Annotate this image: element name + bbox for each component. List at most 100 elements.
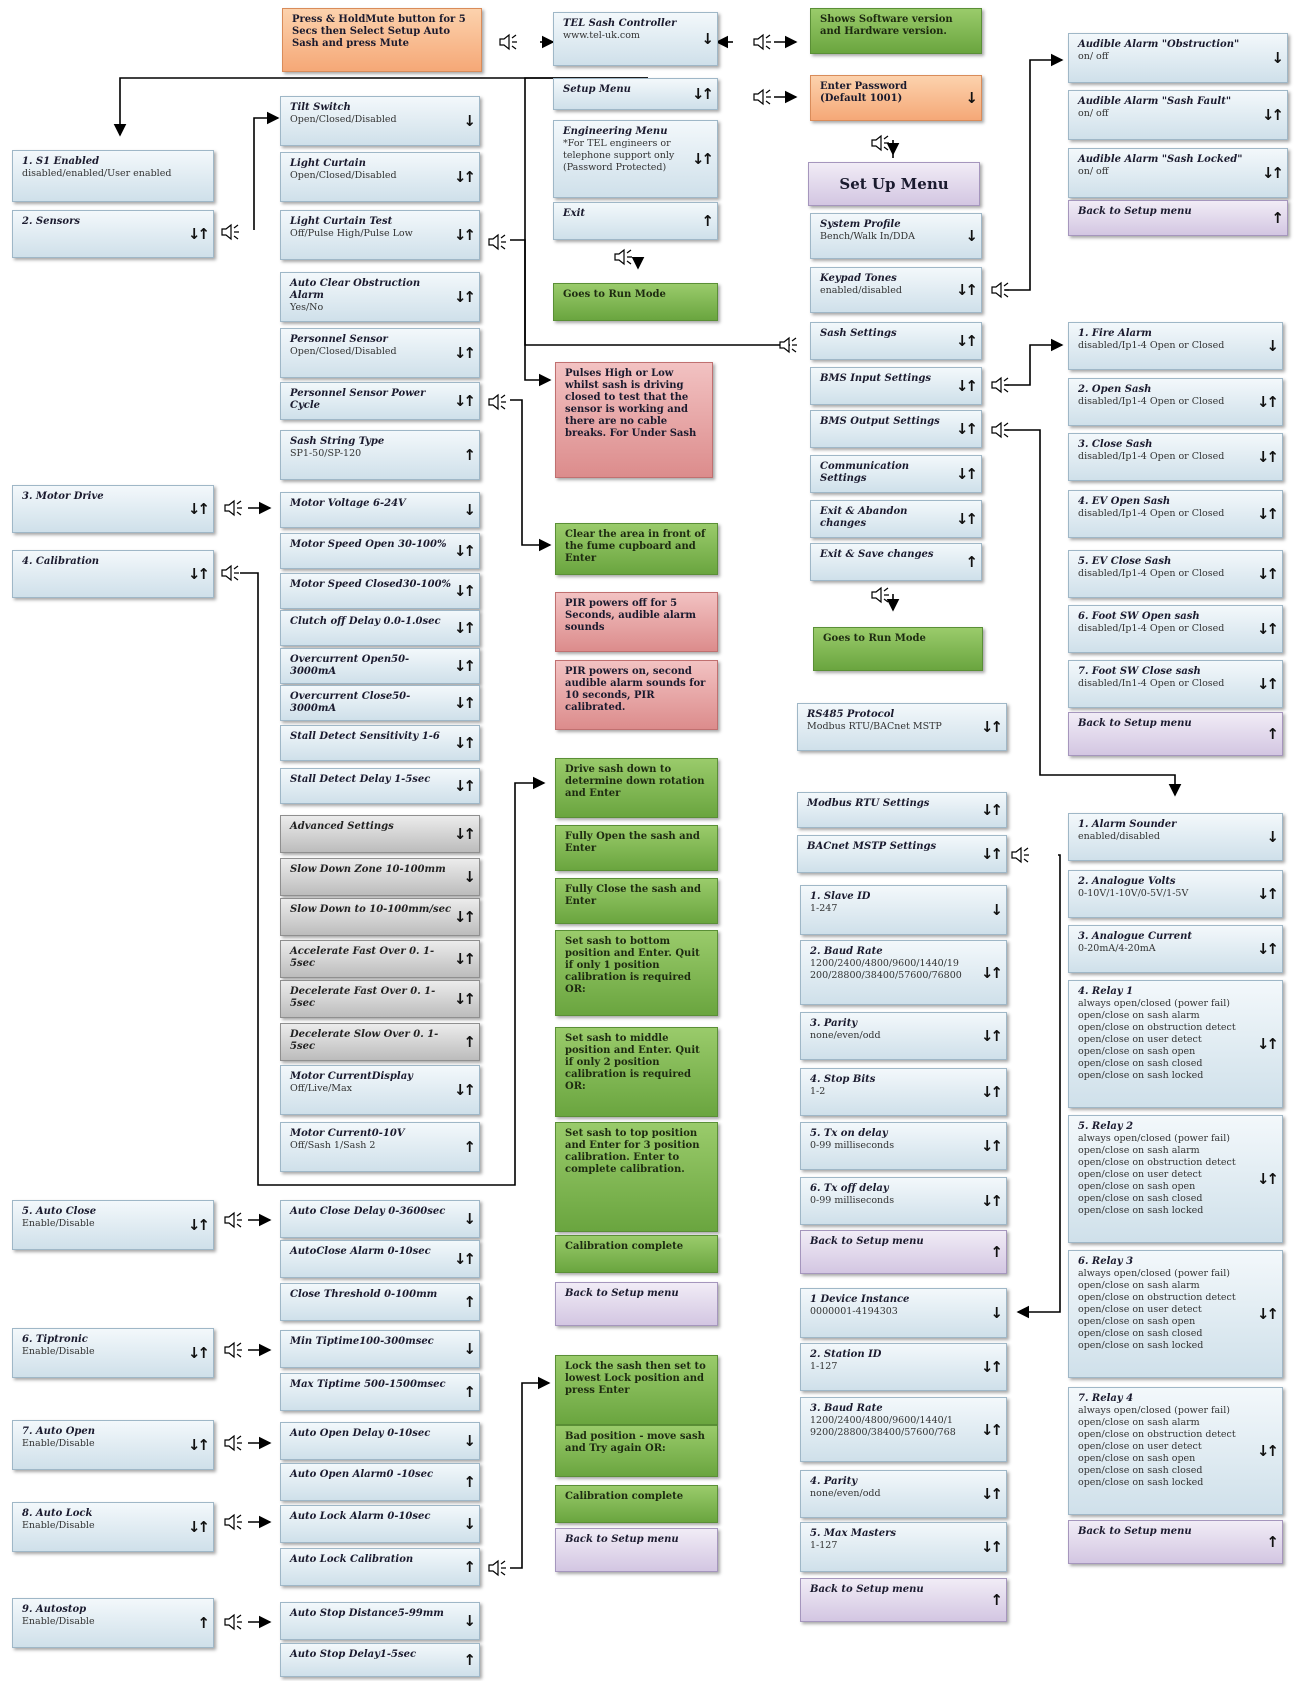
menu-box-title: Modbus RTU Settings [807, 798, 930, 809]
menu-box-title: Overcurrent Open50-3000mA [290, 654, 410, 677]
menu-box-advanced: Advanced Settings ↓↑ [280, 815, 480, 853]
up-down-arrows-icon: ↓↑ [980, 845, 1003, 863]
menu-box-title: Personnel Sensor Power Cycle [290, 388, 426, 411]
menu-box-title: Goes to Run Mode [823, 633, 926, 644]
menu-box-max-tiptime: Max Tiptime 500-1500msec↑ [280, 1373, 480, 1411]
menu-box-subtitle: Enable/Disable [22, 1346, 95, 1357]
up-down-arrows-icon: ↓↑ [1256, 565, 1279, 583]
menu-box-bad-position: Bad position - move sash and Try again O… [555, 1425, 718, 1477]
up-down-arrows-icon: ↓↑ [955, 510, 978, 528]
menu-box-subtitle: always open/closed (power fail) open/clo… [1078, 998, 1236, 1081]
up-down-arrows-icon: ↓↑ [187, 565, 210, 583]
menu-box-title: Slow Down Zone 10-100mm [290, 864, 446, 875]
menu-box-motor-drive: 3. Motor Drive↓↑ [12, 485, 214, 533]
menu-box-motor-speed-closed: Motor Speed Closed30-100%↓↑ [280, 573, 480, 609]
down-arrow-icon: ↓ [965, 89, 977, 107]
menu-box-subtitle: enabled/disabled [1078, 831, 1160, 842]
menu-box-subtitle: 1-247 [810, 903, 838, 914]
down-arrow-icon: ↓ [463, 1612, 475, 1630]
menu-box-title: Back to Setup menu [565, 1534, 679, 1545]
menu-box-title: Motor CurrentDisplay [290, 1071, 413, 1082]
up-arrow-icon: ↑ [701, 212, 713, 230]
menu-box-subtitle: 0-99 milliseconds [810, 1140, 895, 1151]
menu-box-title: 6. Tx off delay [810, 1183, 889, 1194]
menu-box-title: 2. Open Sash [1078, 384, 1152, 395]
menu-box-subtitle: Enable/Disable [22, 1616, 95, 1627]
menu-box-subtitle: disabled/In1-4 Open or Closed [1078, 678, 1225, 689]
menu-box-drive-down: Drive sash down to determine down rotati… [555, 758, 718, 818]
up-down-arrows-icon: ↓↑ [691, 85, 714, 103]
menu-box-slow-to: Slow Down to 10-100mm/sec↓↑ [280, 898, 480, 936]
menu-box-subtitle: disabled/Ip1-4 Open or Closed [1078, 451, 1225, 462]
up-down-arrows-icon: ↓↑ [980, 1137, 1003, 1155]
menu-box-title: 5. Max Masters [810, 1528, 896, 1539]
menu-box-subtitle: Enable/Disable [22, 1218, 95, 1229]
menu-box-modbus-back: Back to Setup menu↑ [800, 1230, 1007, 1274]
menu-box-subtitle: *For TEL engineers or telephone support … [563, 138, 675, 173]
up-down-arrows-icon: ↓↑ [1256, 675, 1279, 693]
menu-box-title: Exit & Save changes [820, 549, 934, 560]
menu-box-title: Clutch off Delay 0.0-1.0sec [290, 616, 441, 627]
menu-box-title: 2. Sensors [22, 216, 80, 227]
menu-box-title: Goes to Run Mode [563, 289, 666, 300]
menu-box-title: Motor Voltage 6-24V [290, 498, 406, 509]
menu-box-title: 8. Auto Lock [22, 1508, 93, 1519]
menu-box-title: Advanced Settings [290, 821, 394, 832]
menu-box-title: Back to Setup menu [1078, 206, 1192, 217]
up-down-arrows-icon: ↓↑ [980, 1420, 1003, 1439]
menu-box-title: Fully Open the sash and Enter [565, 831, 700, 854]
menu-box-title: Back to Setup menu [810, 1236, 924, 1247]
up-down-arrows-icon: ↓↑ [453, 777, 476, 795]
menu-box-title: 4. Stop Bits [810, 1074, 876, 1085]
menu-box-subtitle: www.tel-uk.com [563, 30, 640, 41]
up-down-arrows-icon: ↓↑ [453, 657, 476, 675]
menu-box-title: Sash String Type [290, 436, 385, 447]
menu-box-subtitle: 1200/2400/4800/9600/1440/1 9200/28800/38… [810, 1415, 956, 1438]
up-down-arrows-icon: ↓↑ [955, 332, 978, 350]
menu-box-title: 3. Parity [810, 1018, 858, 1029]
menu-box-subtitle: Bench/Walk In/DDA [820, 231, 915, 242]
menu-box-back-setup-1: Back to Setup menu [555, 1282, 718, 1326]
down-arrow-icon: ↓ [463, 1340, 475, 1358]
menu-box-title: Light Curtain Test [290, 216, 393, 227]
menu-box-subtitle: Open/Closed/Disabled [290, 346, 397, 357]
menu-box-subtitle: 0-99 milliseconds [810, 1195, 895, 1206]
up-down-arrows-icon: ↓↑ [453, 694, 476, 712]
menu-box-title: Motor Speed Open 30-100% [290, 539, 447, 550]
menu-box-title: Stall Detect Sensitivity 1-6 [290, 731, 440, 742]
menu-box-subtitle: SP1-50/SP-120 [290, 448, 362, 459]
menu-box-subtitle: Off/Sash 1/Sash 2 [290, 1140, 376, 1151]
menu-box-subtitle: Enable/Disable [22, 1438, 95, 1449]
menu-box-title: Set sash to top position and Enter for 3… [565, 1128, 700, 1175]
menu-box-goes-run-2: Goes to Run Mode [813, 627, 983, 671]
down-arrow-icon: ↓ [1266, 337, 1278, 355]
menu-box-title: TEL Sash Controller [563, 18, 677, 29]
up-arrow-icon: ↑ [463, 1383, 475, 1401]
up-down-arrows-icon: ↓↑ [453, 825, 476, 843]
menu-box-title: Accelerate Fast Over 0. 1-5sec [290, 946, 435, 969]
menu-box-title: Auto Lock Calibration [290, 1554, 414, 1565]
menu-box-title: BACnet MSTP Settings [807, 841, 937, 852]
down-arrow-icon: ↓ [1266, 828, 1278, 846]
menu-box-title: Personnel Sensor [290, 334, 388, 345]
menu-box-subtitle: Enable/Disable [22, 1520, 95, 1531]
menu-box-decel-slow: Decelerate Slow Over 0. 1-5sec↑ [280, 1023, 480, 1061]
menu-box-title: Slow Down to 10-100mm/sec [290, 904, 452, 915]
up-down-arrows-icon: ↓↑ [187, 225, 210, 243]
menu-box-aa-obstruction: Audible Alarm "Obstruction"on/ off↓ [1068, 33, 1288, 83]
menu-box-title: 3. Baud Rate [810, 1403, 883, 1414]
menu-box-sash-settings: Sash Settings↓↑ [810, 322, 982, 360]
menu-box-title: 3. Close Sash [1078, 439, 1153, 450]
